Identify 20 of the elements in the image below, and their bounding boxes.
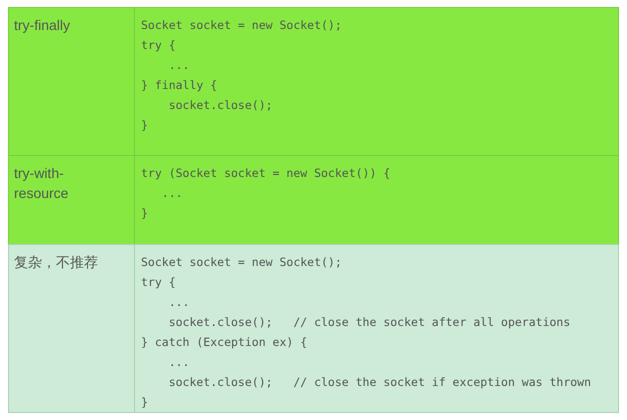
code-line: ... <box>168 294 190 311</box>
row-label: 复杂，不推荐 <box>14 253 99 272</box>
code-line: try { <box>141 274 176 291</box>
code-line: ... <box>168 57 190 74</box>
code-line: Socket socket = new Socket(); <box>141 254 342 271</box>
code-line: Socket socket = new Socket(); <box>141 17 342 34</box>
code-line: try { <box>141 37 176 54</box>
code-line: } <box>141 394 148 411</box>
code-line: socket.close(); // close the socket after all operations <box>168 314 570 331</box>
code-line: } <box>141 205 148 222</box>
code-line: socket.close(); // close the socket if exception was thrown <box>168 374 592 391</box>
code-line: ... <box>160 185 183 202</box>
code-line: } catch (Exception ex) { <box>141 334 308 351</box>
code-line: } finally { <box>141 77 218 94</box>
code-line: ... <box>168 354 190 371</box>
code-line: socket.close(); <box>168 97 273 114</box>
code-line: } <box>141 117 148 134</box>
code-line: try (Socket socket = new Socket()) { <box>141 165 390 182</box>
row-label: try-with-resource <box>14 164 70 203</box>
row-label: try-finally <box>14 16 72 35</box>
